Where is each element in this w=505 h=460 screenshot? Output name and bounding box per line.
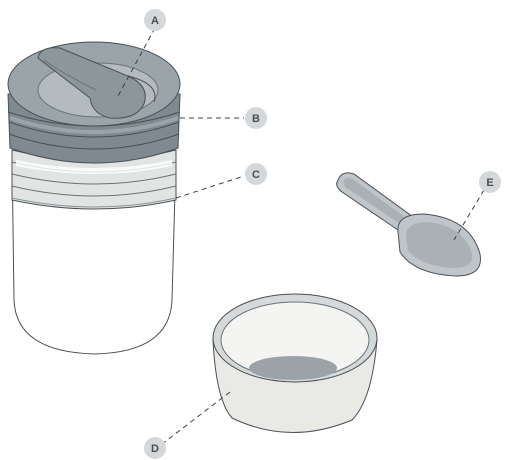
callout-b: B xyxy=(245,107,267,129)
callout-c: C xyxy=(245,163,267,185)
container-collar-highlight xyxy=(16,160,172,174)
callout-d-label: D xyxy=(151,443,159,455)
lid-groove-3 xyxy=(8,133,180,150)
callout-a-badge xyxy=(144,9,166,31)
leader-c xyxy=(175,175,245,199)
leader-e xyxy=(453,189,485,241)
lid xyxy=(7,41,181,164)
lid-groove-highlight xyxy=(10,116,178,134)
container-body xyxy=(11,149,177,355)
callout-e-label: E xyxy=(486,177,493,189)
leader-d xyxy=(161,391,231,445)
callout-c-label: C xyxy=(252,169,260,181)
callout-a: A xyxy=(144,9,166,31)
container-collar-ring-3 xyxy=(11,185,177,197)
callout-c-badge xyxy=(245,163,267,185)
callout-e-badge xyxy=(479,171,501,193)
lid-groove-2 xyxy=(8,121,180,138)
callout-d: D xyxy=(144,437,166,459)
container-collar-ring-4 xyxy=(11,197,177,208)
leader-a xyxy=(117,27,156,97)
lid-opening-groove xyxy=(43,59,97,91)
inner-bowl-bottom xyxy=(249,356,337,380)
spoon-handle-inner xyxy=(343,178,416,232)
spoon-bowl-inner xyxy=(406,222,473,268)
lid-opening-handle xyxy=(37,47,146,119)
callout-d-badge xyxy=(144,437,166,459)
callout-b-badge xyxy=(245,107,267,129)
callout-leaders xyxy=(117,27,485,445)
inner-bowl xyxy=(212,293,378,433)
callout-e: E xyxy=(479,171,501,193)
spoon xyxy=(336,172,481,277)
callout-a-label: A xyxy=(151,15,159,27)
callout-b-label: B xyxy=(252,113,260,125)
container-collar-ring-2 xyxy=(11,173,177,185)
lid-opening-rim xyxy=(127,75,156,103)
